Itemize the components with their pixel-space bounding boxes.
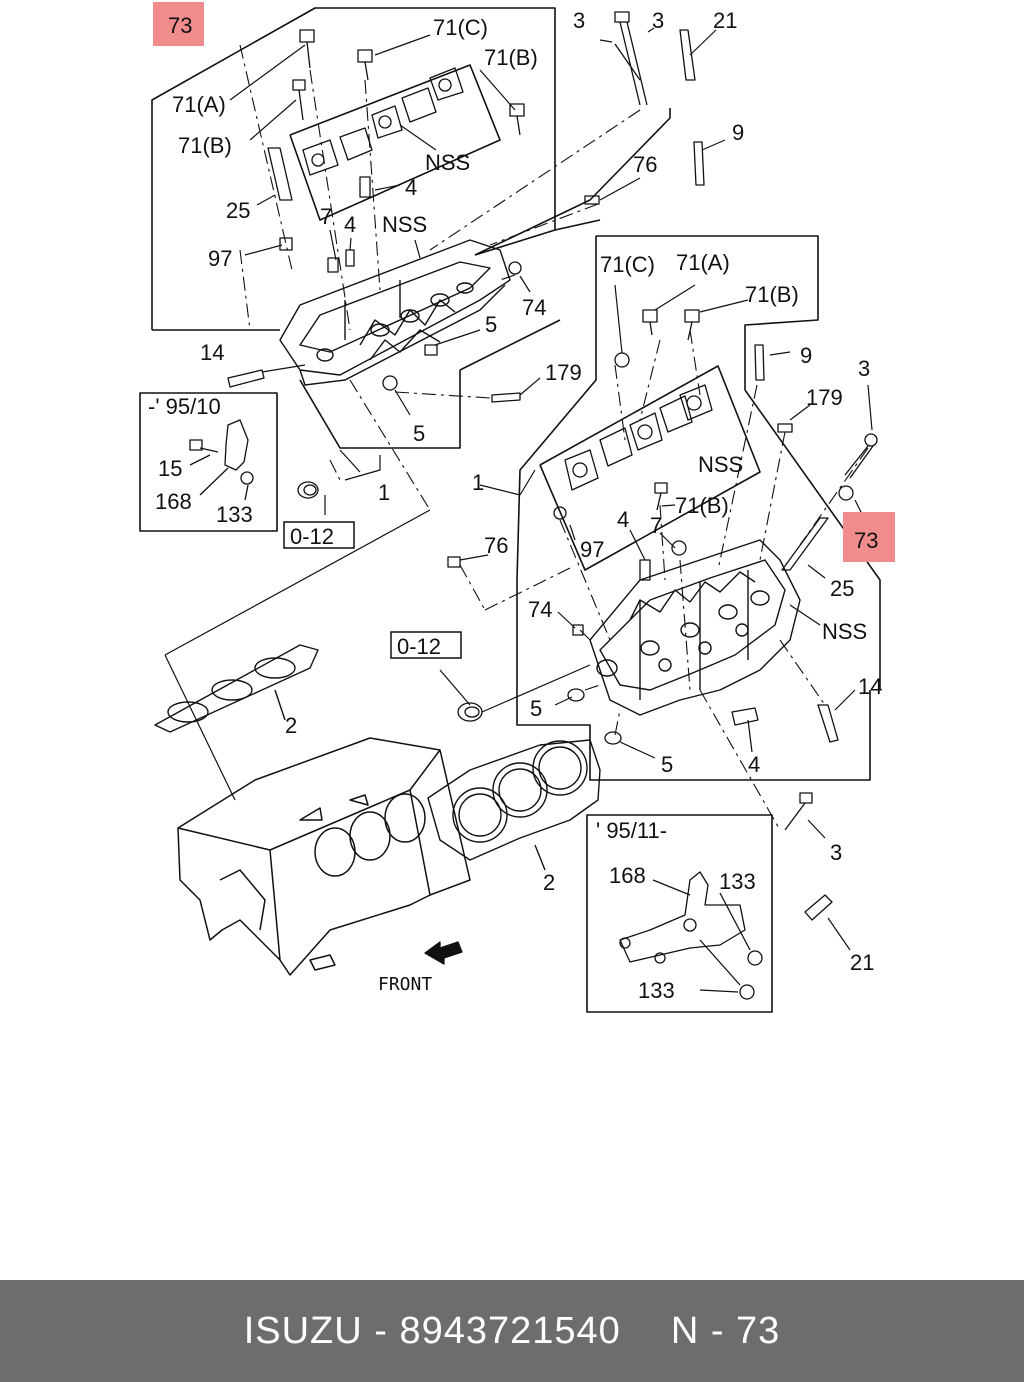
callout-179a: 179	[545, 360, 582, 385]
callout-nss-3: NSS	[698, 452, 743, 477]
highlight-box-right	[843, 512, 895, 562]
callout-21b: 21	[850, 950, 874, 975]
callout-nss-1: NSS	[425, 150, 470, 175]
callout-76a: 76	[633, 152, 657, 177]
callout-25a: 25	[226, 198, 250, 223]
callout-74b: 74	[528, 597, 552, 622]
cylinder-head-right	[589, 539, 801, 716]
inset-bottom-period: ' 95/11-	[596, 818, 667, 843]
group-outline-left	[151, 7, 556, 330]
highlight-label-top: 73	[168, 13, 192, 38]
callout-71a-r: 71(A)	[676, 250, 730, 275]
callout-133a: 133	[216, 502, 253, 527]
callout-9a: 9	[732, 120, 744, 145]
callout-1b: 1	[472, 470, 484, 495]
engine-block	[177, 737, 471, 976]
footer-brand-part: ISUZU - 8943721540	[243, 1309, 621, 1352]
head-bolt-top	[614, 11, 705, 186]
callout-71b-1: 71(B)	[484, 45, 538, 70]
callout-14a: 14	[200, 340, 224, 365]
callout-4c: 4	[617, 507, 629, 532]
callout-14b: 14	[858, 674, 882, 699]
callout-15: 15	[158, 456, 182, 481]
callout-133c: 133	[638, 978, 675, 1003]
callout-71b-2: 71(B)	[178, 133, 232, 158]
callout-nss-2: NSS	[382, 212, 427, 237]
callout-168b: 168	[609, 863, 646, 888]
callout-4a: 4	[405, 175, 417, 200]
footer-bar: ISUZU - 8943721540 N - 73	[0, 1280, 1024, 1382]
callout-1a: 1	[378, 480, 390, 505]
callout-71c-r: 71(C)	[600, 252, 655, 277]
bolts-right	[447, 309, 878, 921]
callout-labels: 73 73 71(C) 71(B) 71(A) 71(B) 3 3 21 9 N…	[148, 8, 882, 1003]
callout-nss-4: NSS	[822, 619, 867, 644]
highlight-box-top	[153, 2, 204, 46]
ref-box-1-label: 0-12	[290, 524, 334, 549]
inset-bracket	[619, 871, 763, 1000]
group-outline-right	[596, 235, 819, 390]
callout-2b: 2	[543, 870, 555, 895]
cylinder-head-left	[279, 239, 511, 386]
callout-3d: 3	[830, 840, 842, 865]
inset-box-bottom	[586, 814, 773, 1013]
callout-7a: 7	[320, 204, 332, 229]
front-arrow-icon	[424, 941, 463, 965]
head-gasket-right	[427, 739, 601, 871]
highlight-label-right: 73	[854, 528, 878, 553]
ref-box-2-label: 0-12	[397, 634, 441, 659]
ref-box-1	[283, 521, 355, 549]
bearing-caps-right	[564, 384, 713, 491]
callout-71b-r2: 71(B)	[675, 493, 729, 518]
callout-5d: 5	[661, 752, 673, 777]
parts-diagram: 73 73 71(C) 71(B) 71(A) 71(B) 3 3 21 9 N…	[139, 2, 895, 1013]
callout-2a: 2	[285, 713, 297, 738]
callout-71b-r: 71(B)	[745, 282, 799, 307]
callout-4b: 4	[344, 212, 356, 237]
callout-25b: 25	[830, 576, 854, 601]
callout-3c: 3	[858, 356, 870, 381]
footer-page: N - 73	[670, 1309, 781, 1352]
bearing-caps-top	[302, 67, 464, 176]
callout-76b: 76	[484, 533, 508, 558]
front-label: FRONT	[378, 974, 432, 995]
callout-5a: 5	[485, 312, 497, 337]
callout-168a: 168	[155, 489, 192, 514]
callout-97b: 97	[580, 537, 604, 562]
ref-box-2	[390, 631, 462, 659]
callout-9b: 9	[800, 343, 812, 368]
callout-71a: 71(A)	[172, 92, 226, 117]
callout-5b: 5	[413, 421, 425, 446]
bolts-top	[227, 29, 600, 499]
callout-3a: 3	[573, 8, 585, 33]
callout-3b: 3	[652, 8, 664, 33]
callout-7b: 7	[650, 513, 662, 538]
callout-4d: 4	[748, 752, 760, 777]
head-gasket-left	[154, 644, 319, 733]
callout-74a: 74	[522, 295, 546, 320]
callout-5c: 5	[530, 696, 542, 721]
inset-top-period: -' 95/10	[148, 394, 221, 419]
callout-97a: 97	[208, 246, 232, 271]
callout-21a: 21	[713, 8, 737, 33]
callout-179b: 179	[806, 385, 843, 410]
callout-71c: 71(C)	[433, 15, 488, 40]
inset-box-top	[139, 392, 278, 532]
callout-133b: 133	[719, 869, 756, 894]
